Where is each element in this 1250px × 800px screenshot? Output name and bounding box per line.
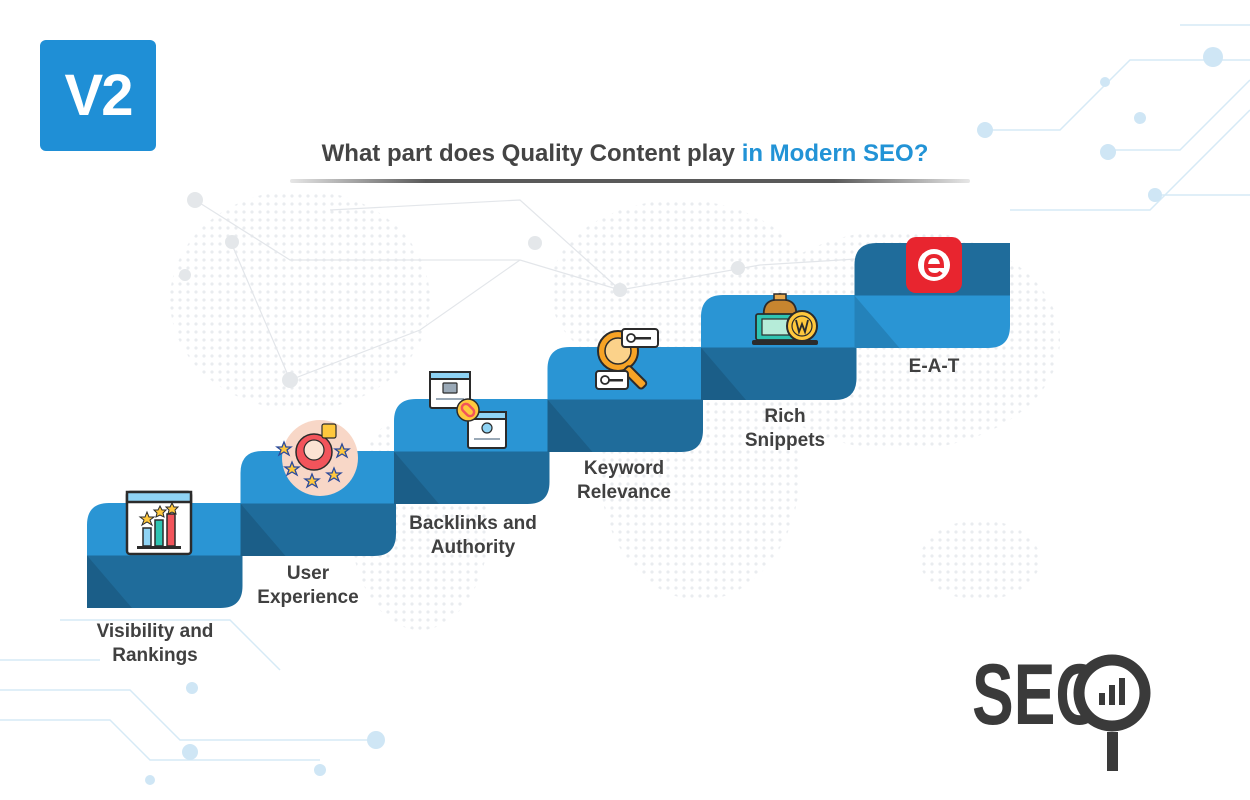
- backlinks-icon: [429, 371, 507, 449]
- title-part-1: What part does Quality Content play: [321, 140, 742, 167]
- network-lines: [194, 199, 1001, 381]
- rich-snippets-icon: [752, 293, 818, 345]
- keyword-search-icon: [595, 328, 659, 390]
- title-underline: [290, 179, 970, 183]
- ranking-chart-icon: [125, 490, 193, 556]
- step-block-6: [854, 243, 1010, 348]
- circuit-bottom-left: [0, 619, 380, 761]
- eat-icon: [906, 237, 962, 293]
- brand-logo-text: V2: [64, 63, 134, 128]
- user-rating-icon: [275, 420, 358, 496]
- seo-logo: SEO: [972, 648, 1151, 771]
- circuit-top-right: [985, 24, 1250, 211]
- title-part-2: in Modern SEO?: [741, 140, 929, 167]
- page-title: What part does Quality Content play in M…: [0, 140, 1250, 168]
- step-label-eat: E-A-T: [908, 356, 960, 377]
- brand-logo[interactable]: V2: [40, 40, 156, 151]
